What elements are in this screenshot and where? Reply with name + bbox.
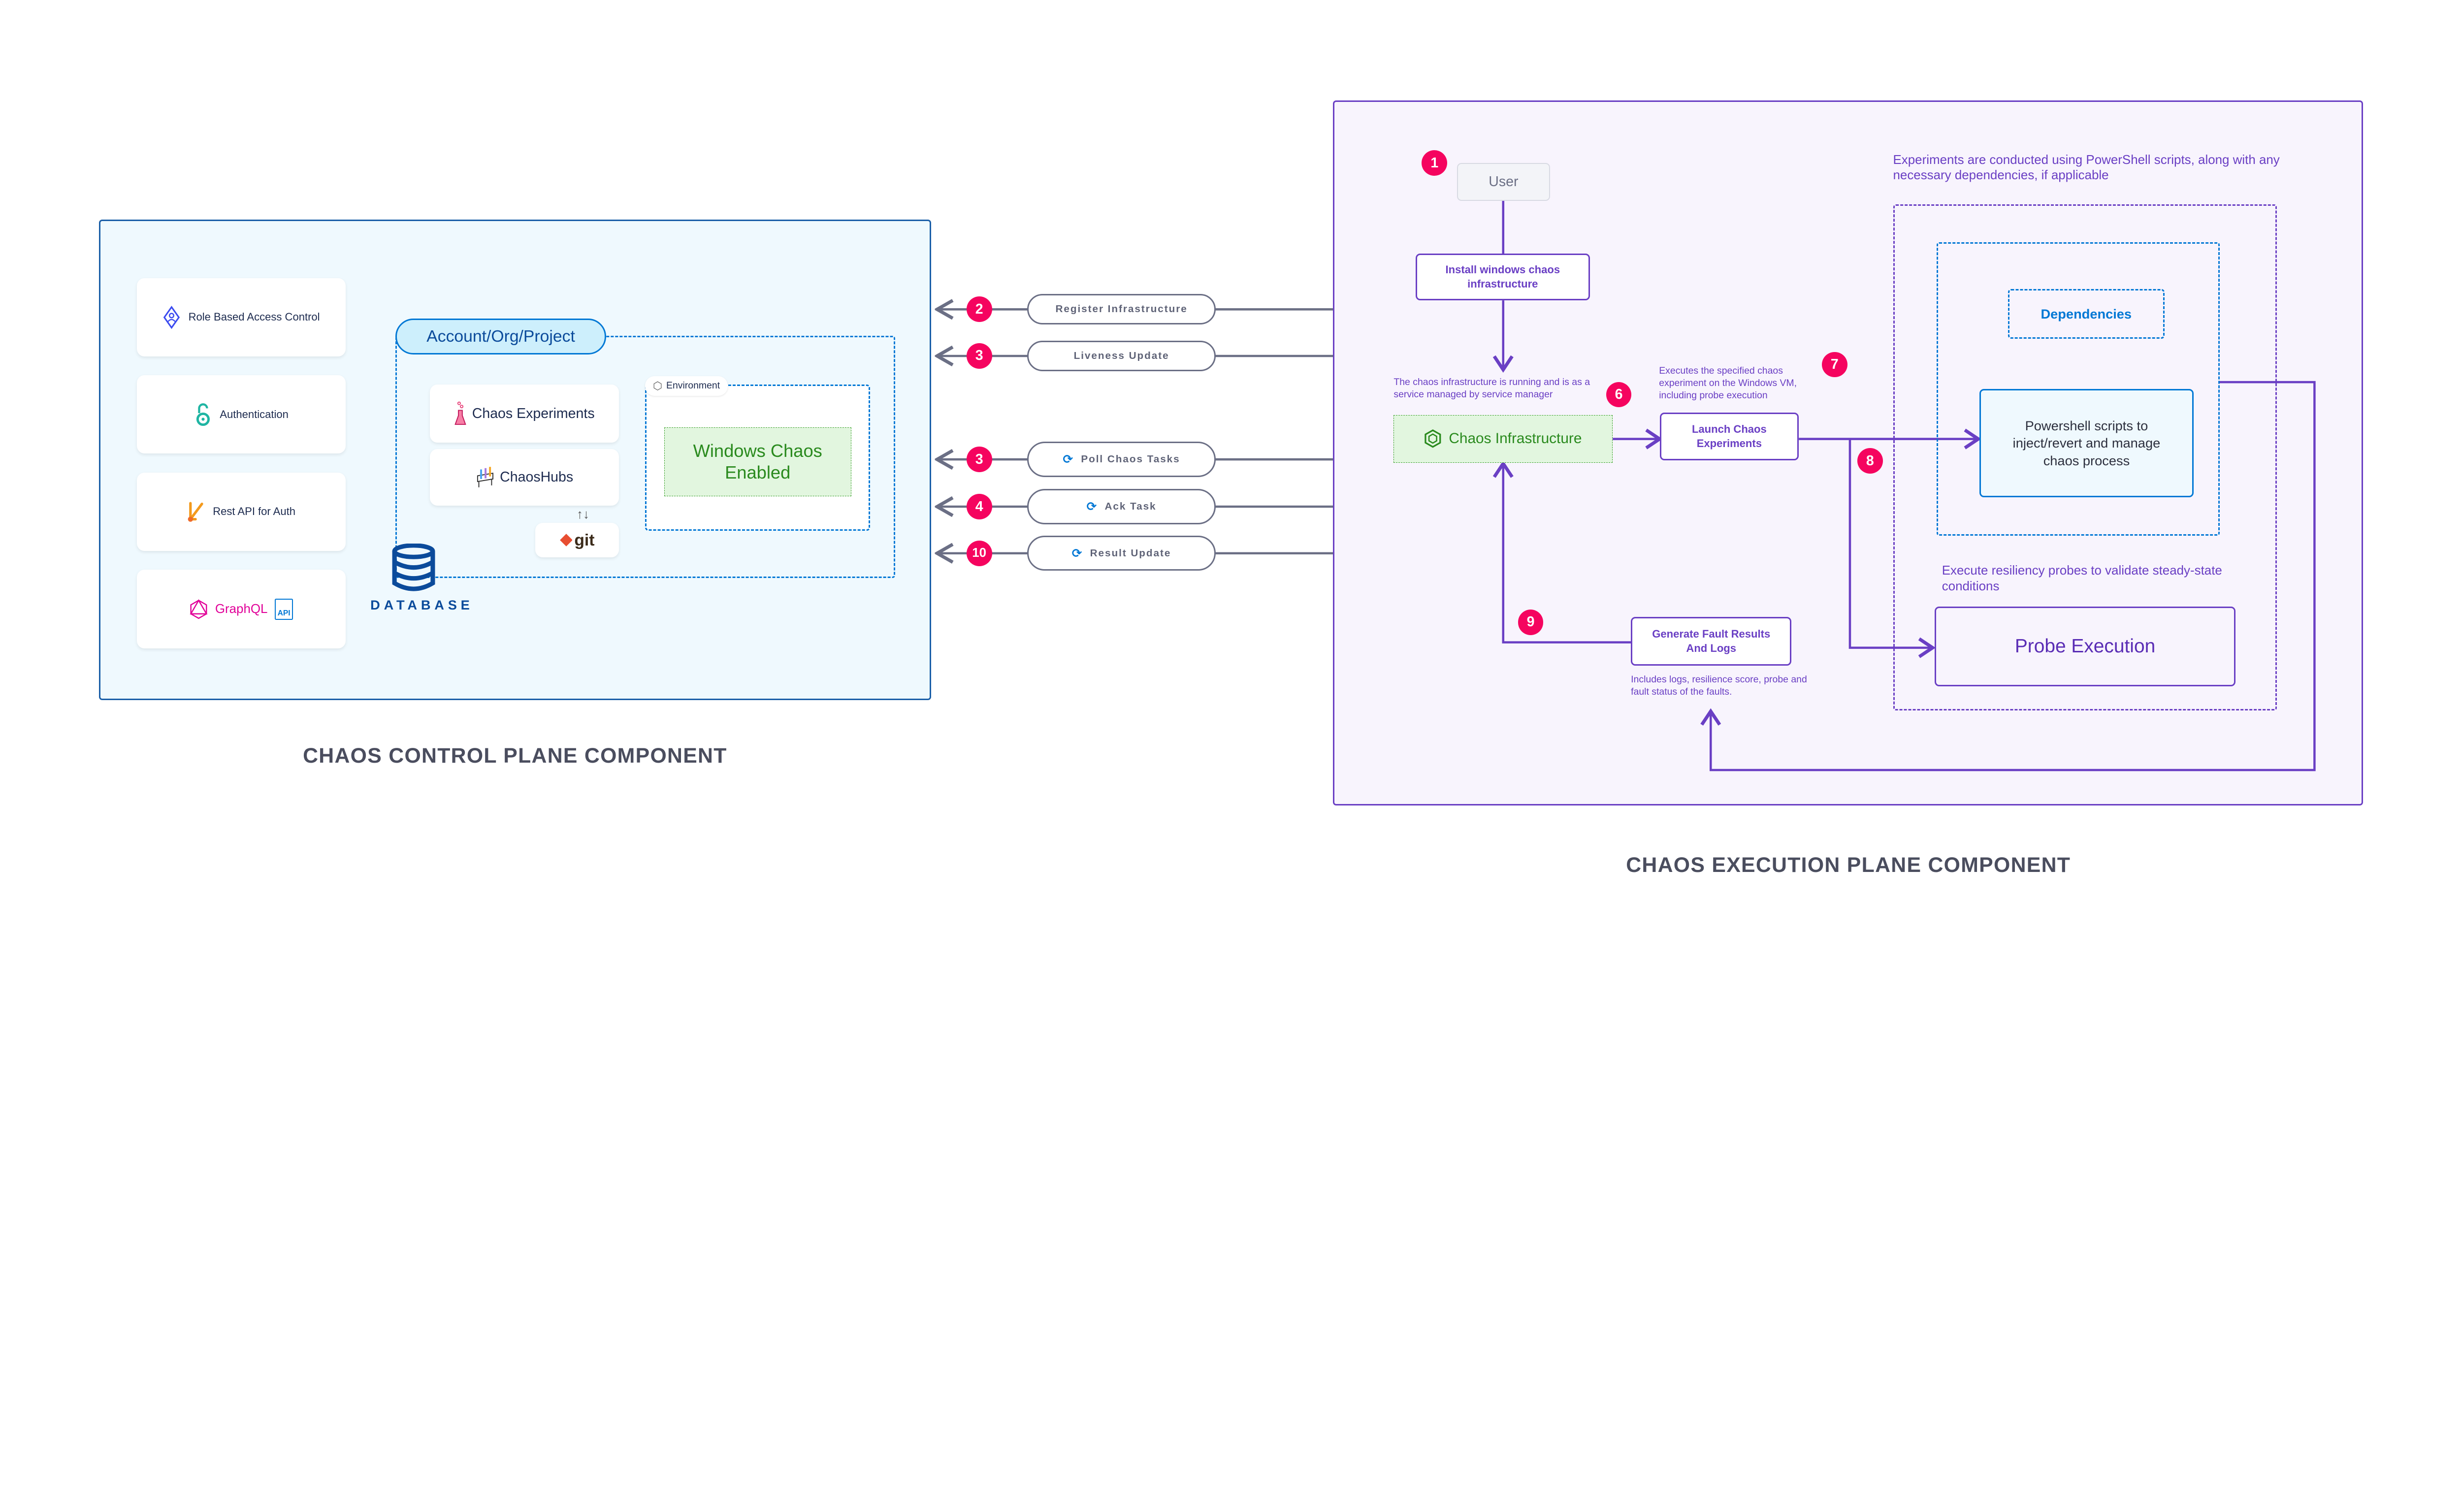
step-badge: 4 bbox=[966, 494, 992, 519]
card-authentication: Authentication bbox=[136, 375, 346, 454]
probe-execution-box: Probe Execution bbox=[1934, 607, 2236, 687]
install-infrastructure-box: Install windows chaos infrastructure bbox=[1416, 254, 1590, 301]
rest-api-icon bbox=[188, 502, 203, 522]
card-label: Role Based Access Control bbox=[188, 311, 320, 323]
control-plane-title: CHAOS CONTROL PLANE COMPONENT bbox=[303, 743, 727, 768]
sync-icon: ⟳ bbox=[1071, 547, 1083, 560]
git-card: git bbox=[535, 523, 619, 558]
message-label: Liveness Update bbox=[1073, 350, 1169, 361]
environment-tag: ⬡ Environment bbox=[645, 376, 728, 396]
chaoshubs-card: ChaosHubs bbox=[430, 449, 619, 506]
card-label: Authentication bbox=[220, 408, 289, 420]
user-box: User bbox=[1457, 163, 1551, 201]
message-result-update: ⟳ Result Update bbox=[1027, 536, 1216, 571]
sync-icon: ⟳ bbox=[1086, 500, 1098, 514]
account-org-project-pill: Account/Org/Project bbox=[395, 319, 606, 355]
chaoshubs-label: ChaosHubs bbox=[500, 469, 574, 485]
chaos-infrastructure-label: Chaos Infrastructure bbox=[1449, 430, 1582, 447]
card-graphql: GraphQL API bbox=[136, 570, 346, 648]
windows-chaos-enabled-box: Windows Chaos Enabled bbox=[664, 427, 851, 496]
graphql-label: GraphQL bbox=[215, 602, 268, 616]
experiment-scope-box bbox=[1893, 204, 2277, 711]
database-label: DATABASE bbox=[370, 597, 474, 612]
dependencies-box: Dependencies bbox=[2008, 289, 2165, 339]
probe-note: Execute resiliency probes to validate st… bbox=[1942, 563, 2222, 593]
open-lock-icon bbox=[196, 403, 210, 426]
powershell-note: Experiments are conducted using PowerShe… bbox=[1893, 153, 2280, 183]
generate-results-box: Generate Fault Results And Logs bbox=[1631, 617, 1792, 666]
sync-icon: ⟳ bbox=[1063, 453, 1074, 467]
sync-arrows-icon: ↑↓ bbox=[577, 507, 589, 521]
message-register-infrastructure: Register Infrastructure bbox=[1027, 294, 1216, 325]
graphql-icon bbox=[190, 599, 208, 619]
message-label: Result Update bbox=[1090, 547, 1171, 559]
chaos-experiments-label: Chaos Experiments bbox=[472, 405, 595, 421]
chaos-infrastructure-box: Chaos Infrastructure bbox=[1393, 415, 1613, 463]
generate-note: Includes logs, resilience score, probe a… bbox=[1631, 674, 1807, 698]
step-badge: 8 bbox=[1857, 448, 1883, 474]
message-label: Poll Chaos Tasks bbox=[1081, 453, 1180, 465]
step-badge: 9 bbox=[1518, 609, 1544, 635]
git-icon bbox=[559, 534, 573, 547]
hexagon-icon bbox=[1425, 429, 1441, 448]
database-icon bbox=[392, 543, 435, 591]
step-badge: 10 bbox=[966, 540, 992, 566]
message-label: Register Infrastructure bbox=[1055, 303, 1188, 315]
infra-note: The chaos infrastructure is running and … bbox=[1393, 376, 1590, 400]
api-doc-icon: API bbox=[274, 598, 293, 620]
card-label: Rest API for Auth bbox=[213, 505, 295, 518]
environment-label: Environment bbox=[666, 380, 720, 391]
launch-chaos-experiments-box: Launch Chaos Experiments bbox=[1659, 413, 1799, 461]
flask-icon bbox=[454, 402, 467, 425]
step-badge: 7 bbox=[1821, 352, 1847, 378]
launch-note: Executes the specified chaos experiment … bbox=[1659, 365, 1797, 401]
step-badge: 3 bbox=[966, 447, 992, 472]
rbac-icon bbox=[163, 305, 180, 329]
step-badge: 6 bbox=[1606, 382, 1632, 408]
scripts-scope-box bbox=[1937, 242, 2220, 536]
step-badge: 3 bbox=[966, 343, 992, 369]
card-rbac: Role Based Access Control bbox=[136, 278, 346, 356]
message-liveness-update: Liveness Update bbox=[1027, 340, 1216, 372]
git-label: git bbox=[574, 530, 595, 549]
message-poll-chaos-tasks: ⟳ Poll Chaos Tasks bbox=[1027, 442, 1216, 477]
card-rest-api: Rest API for Auth bbox=[136, 472, 346, 551]
step-badge: 1 bbox=[1422, 150, 1448, 176]
account-scope-box bbox=[395, 336, 895, 578]
message-label: Ack Task bbox=[1104, 501, 1157, 513]
powershell-scripts-box: Powershell scripts to inject/revert and … bbox=[1979, 388, 2194, 498]
chaos-experiments-card: Chaos Experiments bbox=[430, 385, 619, 443]
execution-plane-title: CHAOS EXECUTION PLANE COMPONENT bbox=[1626, 853, 2071, 877]
chaoshub-icon bbox=[477, 466, 493, 487]
step-badge: 2 bbox=[966, 296, 992, 322]
message-ack-task: ⟳ Ack Task bbox=[1027, 489, 1216, 524]
environment-icon: ⬡ bbox=[653, 379, 663, 392]
